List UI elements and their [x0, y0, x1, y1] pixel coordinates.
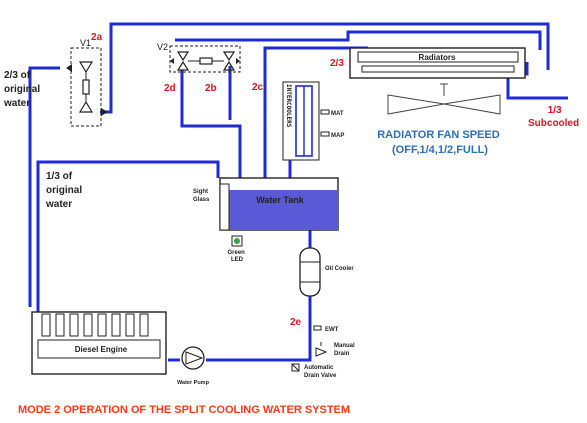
- radiators: [349, 47, 526, 79]
- label-oil-cooler: Oil Cooler: [325, 266, 354, 272]
- label-map: MAP: [331, 133, 344, 139]
- pipe-13-to-tank: [36, 160, 220, 307]
- label-green-led: Green LED: [227, 250, 246, 263]
- code-2e: 2e: [290, 317, 302, 328]
- label-v1: V1: [80, 38, 91, 48]
- green-led-icon: [231, 235, 243, 247]
- automatic-drain-valve-icon[interactable]: [291, 363, 300, 372]
- label-v2: V2: [157, 42, 168, 52]
- mat-sensor-icon: [320, 109, 330, 115]
- label-sight-glass: Sight Glass: [193, 189, 210, 203]
- pipe-2d: [180, 70, 242, 178]
- label-23-radiator: 2/3: [330, 58, 344, 69]
- label-auto-drain: Automatic Drain Valve: [304, 365, 337, 379]
- label-diesel-engine: Diesel Engine: [75, 345, 128, 354]
- radiator-fan-icon: [387, 83, 501, 115]
- pipe-v1-left: [28, 66, 60, 307]
- valve-v2[interactable]: [169, 45, 241, 73]
- pipe-2c: [263, 46, 368, 178]
- pipe-subcooled: [506, 78, 568, 100]
- pipe-2e: [206, 296, 312, 362]
- label-ewt: EWT: [325, 327, 339, 333]
- code-2a: 2a: [91, 32, 103, 43]
- label-radiators: Radiators: [419, 53, 456, 62]
- water-tank: [219, 177, 339, 231]
- code-2d: 2d: [164, 83, 176, 94]
- label-water-pump: Water Pump: [177, 380, 210, 386]
- diesel-engine: [31, 311, 167, 375]
- water-pump-icon: [181, 346, 205, 370]
- caption: MODE 2 OPERATION OF THE SPLIT COOLING WA…: [18, 404, 350, 416]
- ewt-sensor-icon: [313, 325, 322, 331]
- label-13-original-water: 1/3 of original water: [45, 171, 85, 210]
- oil-cooler: [299, 247, 321, 297]
- label-intercoolers: INTERCOOLERS: [285, 84, 292, 128]
- pipe-2a-top: [109, 22, 550, 95]
- label-water-tank: Water Tank: [256, 195, 305, 205]
- valve-v1[interactable]: [66, 47, 108, 127]
- manual-drain-icon[interactable]: [315, 342, 328, 357]
- label-manual-drain: Manual Drain: [334, 343, 356, 357]
- label-fan-speed: RADIATOR FAN SPEED (OFF,1/4,1/2,FULL): [377, 129, 503, 156]
- intercoolers: [282, 81, 320, 161]
- label-23-original-water: 2/3 of original water: [3, 70, 43, 109]
- label-13-subcooled: 1/3 Subcooled: [528, 105, 579, 129]
- code-2c: 2c: [252, 82, 264, 93]
- label-mat: MAT: [331, 111, 344, 117]
- pipe-v2-to-radiator: [175, 30, 542, 50]
- map-sensor-icon: [320, 131, 330, 137]
- code-2b: 2b: [205, 83, 217, 94]
